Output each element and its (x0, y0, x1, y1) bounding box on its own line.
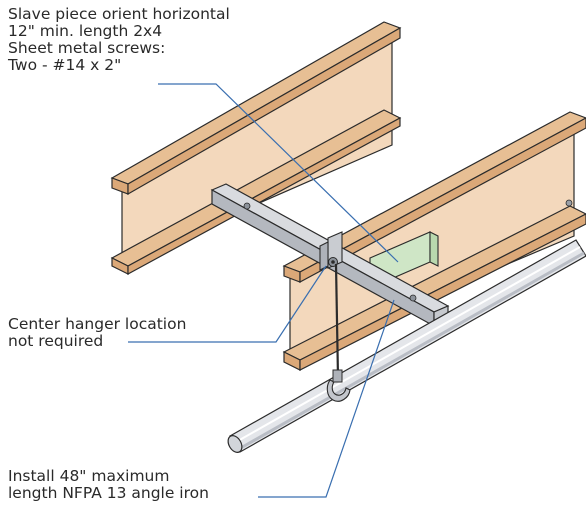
callout-line: not required (8, 332, 104, 350)
sprinkler-pipe (227, 239, 586, 453)
front-joist (282, 111, 586, 371)
back-joist (110, 21, 402, 276)
screw-head (565, 199, 573, 207)
leader-lines (128, 83, 399, 498)
leader-slave-piece (158, 83, 399, 263)
callout-line: Slave piece orient horizontal (8, 5, 230, 23)
callout-angle-iron: Install 48" maximum length NFPA 13 angle… (8, 468, 209, 502)
leader-angle-iron (258, 299, 395, 498)
bracket-lip (319, 241, 329, 271)
front-joist-top-flange-side (299, 117, 586, 284)
callout-line: 12" min. length 2x4 (8, 22, 163, 40)
ring-band (326, 379, 351, 402)
callout-line: Install 48" maximum (8, 467, 170, 485)
slave-block-end (429, 231, 439, 267)
back-joist-bottom-flange-side (127, 116, 401, 276)
pipe-ring-hanger (326, 369, 351, 402)
leader-center-hanger (128, 265, 327, 343)
ring-clamp (332, 369, 343, 383)
back-joist-top-flange-side (127, 26, 401, 196)
callout-line: Center hanger location (8, 315, 187, 333)
callout-slave-piece: Slave piece orient horizontal 12" min. l… (8, 6, 230, 74)
pipe-highlight (235, 246, 581, 443)
callout-line: length NFPA 13 angle iron (8, 484, 209, 502)
pipe-end (227, 435, 243, 453)
bracket-nut-hole (331, 260, 335, 264)
callout-line: Sheet metal screws: (8, 39, 166, 57)
threaded-rod (334, 263, 340, 379)
callout-center-hanger: Center hanger location not required (8, 316, 186, 350)
screw-head (243, 202, 251, 210)
pipe-shade (238, 251, 585, 451)
hanger-bracket (319, 231, 343, 271)
screw-head (409, 294, 417, 302)
front-joist-bottom-flange-side (299, 213, 586, 371)
callout-line: Two - #14 x 2" (8, 56, 122, 74)
